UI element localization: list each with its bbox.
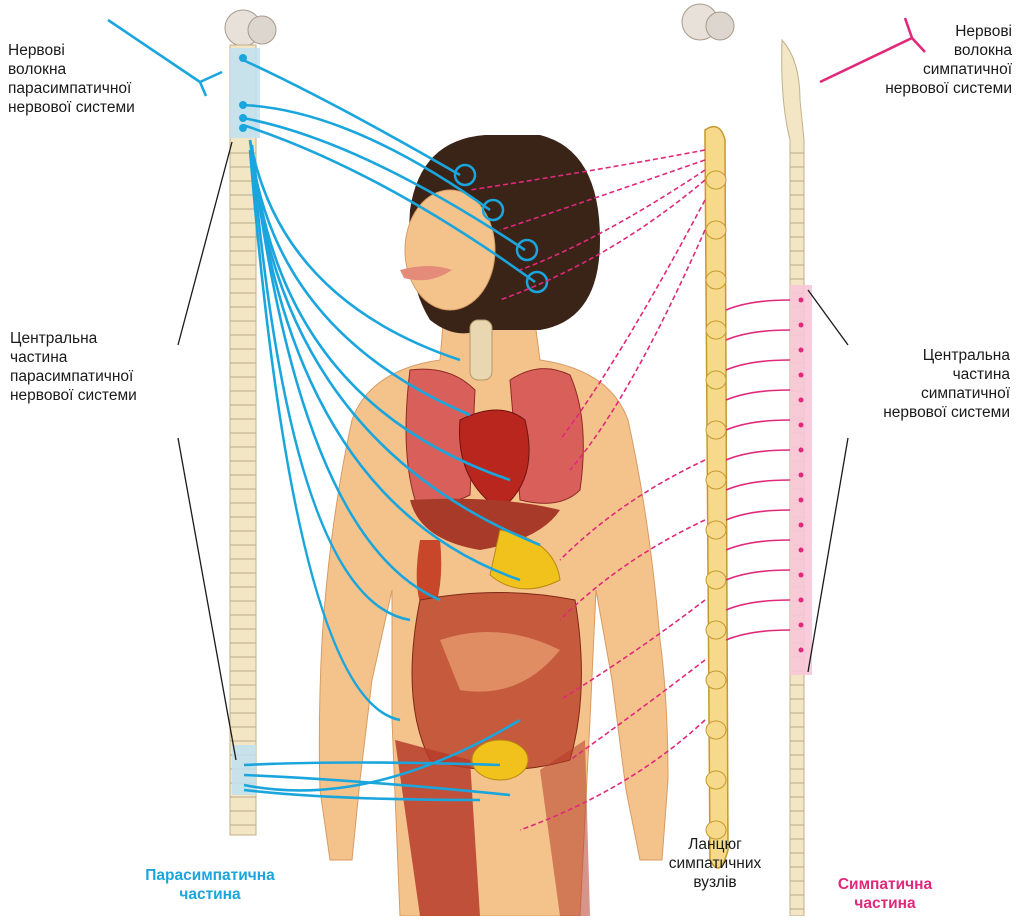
face <box>405 190 495 310</box>
chain-label: Ланцюг симпатичних вузлів <box>630 835 800 892</box>
trachea <box>470 320 492 380</box>
symp-fibers-label: Нервові волокна симпатичної нервової сис… <box>800 22 1012 98</box>
symp-central-label: Центральна частина симпатичної нервової … <box>800 346 1010 422</box>
bladder <box>472 740 528 780</box>
sympathetic-chain <box>705 127 728 868</box>
para-neuron-dot <box>239 54 247 62</box>
symp-part-label: Симпатична частина <box>795 875 975 913</box>
right-spinal-cord <box>682 4 812 916</box>
para-fibers-label: Нервові волокна парасимпатичної нервової… <box>8 41 135 117</box>
para-central-label: Центральна частина парасимпатичної нерво… <box>10 329 137 405</box>
para-neuron-dot <box>239 101 247 109</box>
para-neuron-dot <box>239 124 247 132</box>
para-part-label: Парасимпатична частина <box>110 866 310 904</box>
sympathetic-preganglionic <box>726 300 790 640</box>
thoracolumbar-symp-zone <box>790 285 812 675</box>
para-neuron-dot <box>239 114 247 122</box>
